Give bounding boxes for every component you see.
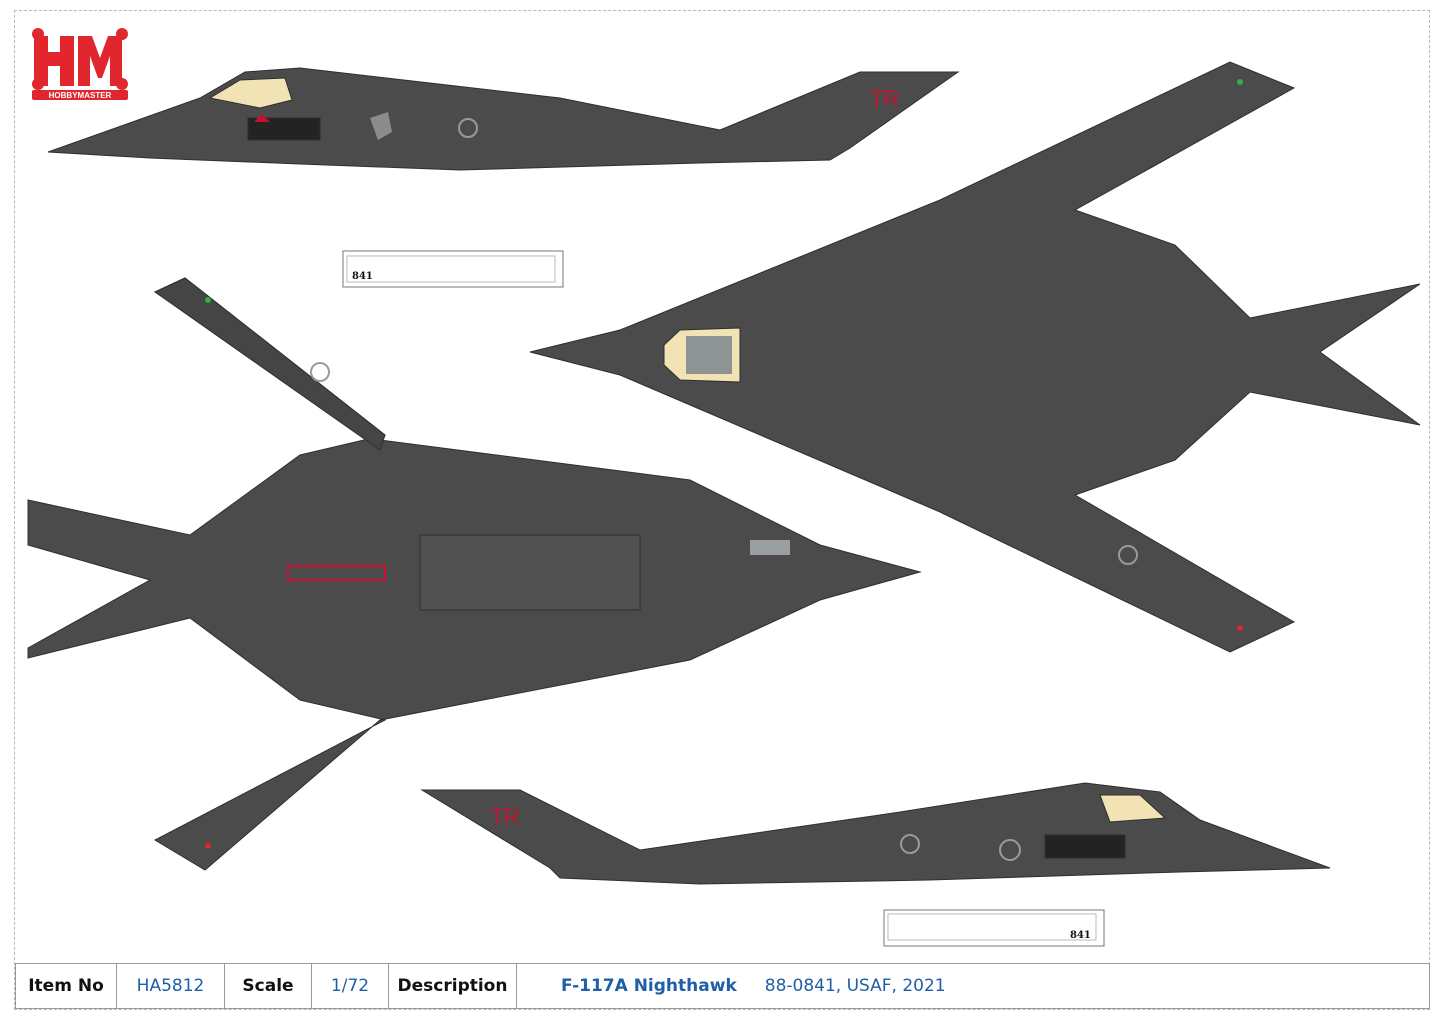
hobbymaster-logo: HOBBYMASTER [32, 28, 128, 100]
logo-subtext: HOBBYMASTER [49, 91, 112, 100]
tail-code-bottom: TR [490, 804, 519, 829]
planform-view-right [529, 61, 1421, 653]
planform-view-left [27, 277, 922, 871]
sheet-border [14, 10, 1430, 1010]
scale-label: Scale [225, 964, 312, 1008]
aircraft-detail: 88-0841, USAF, 2021 [764, 976, 946, 996]
side-view-left: TR [47, 67, 960, 171]
item-no-label: Item No [16, 964, 117, 1008]
item-no-value: HA5812 [117, 964, 225, 1008]
info-bar: Item No HA5812 Scale 1/72 Description F-… [15, 963, 1430, 1009]
aircraft-name: F-117A Nighthawk [561, 976, 737, 996]
description-value: F-117A Nighthawk 88-0841, USAF, 2021 [517, 964, 1429, 1008]
aircraft-drawing: TR TR [27, 61, 1421, 947]
serial-plate-top: 841 [342, 250, 564, 288]
serial-text-bottom: 841 [1070, 930, 1091, 941]
scale-value: 1/72 [312, 964, 389, 1008]
tail-code-top: TR [870, 86, 899, 111]
serial-plate-bottom: 841 [883, 909, 1105, 947]
side-view-right: TR [420, 782, 1331, 885]
serial-text-top: 841 [352, 271, 373, 282]
description-label: Description [389, 964, 517, 1008]
